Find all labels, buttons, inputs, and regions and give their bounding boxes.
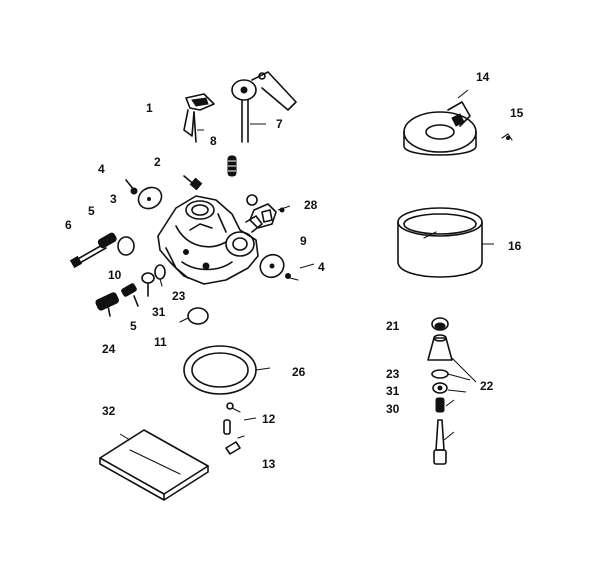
carburetor-body [157,195,263,285]
part-28-fitting [246,194,291,229]
part-2-screw [183,175,203,191]
part-32-kit-package [99,429,209,501]
label-8: 8 [210,134,217,148]
label-30: 30 [386,402,400,416]
part-10-washer [117,236,135,256]
part-13-clip [225,435,245,455]
part-8-spring [227,155,237,177]
label-4-right: 4 [318,260,325,274]
part-5-spring-top [97,232,117,249]
part-3-throttle-plate [137,186,163,210]
label-16: 16 [508,239,522,253]
label-24: 24 [102,342,116,356]
label-6: 6 [65,218,72,232]
part-main-jet-needle [433,419,455,465]
label-21: 21 [386,319,400,333]
label-31-left: 31 [152,305,166,319]
label-7: 7 [276,117,283,131]
callout-labels: 1 7 8 2 4 3 5 6 28 9 4 10 23 31 5 24 11 … [65,70,524,471]
label-32: 32 [102,404,116,418]
label-23-right: 23 [386,367,400,381]
part-26-gasket [183,345,271,395]
label-1: 1 [146,101,153,115]
part-1-throttle-shaft [183,93,215,143]
part-9-plate [259,253,285,279]
label-13: 13 [262,457,276,471]
part-15-pin [501,133,513,141]
label-22: 22 [480,379,494,393]
label-3: 3 [110,192,117,206]
label-28: 28 [304,198,318,212]
part-16-float-bowl [397,207,494,278]
part-22-bowl-nut [427,334,477,383]
label-12: 12 [262,412,276,426]
label-11: 11 [154,335,167,349]
label-10: 10 [108,268,122,282]
part-24-needle-valve [95,292,139,317]
label-15: 15 [510,106,524,120]
part-5-spring-bottom [121,283,137,297]
part-31-seal-right [432,382,467,394]
label-2: 2 [154,155,161,169]
label-5-bottom: 5 [130,319,137,333]
part-6-screw [69,243,107,269]
label-26: 26 [292,365,306,379]
part-4-screw-right [285,263,315,281]
part-23-gasket-right [431,369,471,381]
label-14: 14 [476,70,490,84]
part-14-float [403,89,477,156]
part-4-screw-left [125,179,138,195]
label-23-left: 23 [172,289,186,303]
part-31-seal-left [179,307,209,325]
part-11-clip [141,272,155,297]
part-30-spring [435,397,455,413]
label-9: 9 [300,234,307,248]
part-21-washer [431,317,449,331]
label-31-right: 31 [386,384,400,398]
part-12-pin [223,402,257,435]
part-23-washer-left [154,264,166,287]
label-5-top: 5 [88,204,95,218]
label-4-left: 4 [98,162,105,176]
part-7-choke-shaft [231,71,297,143]
